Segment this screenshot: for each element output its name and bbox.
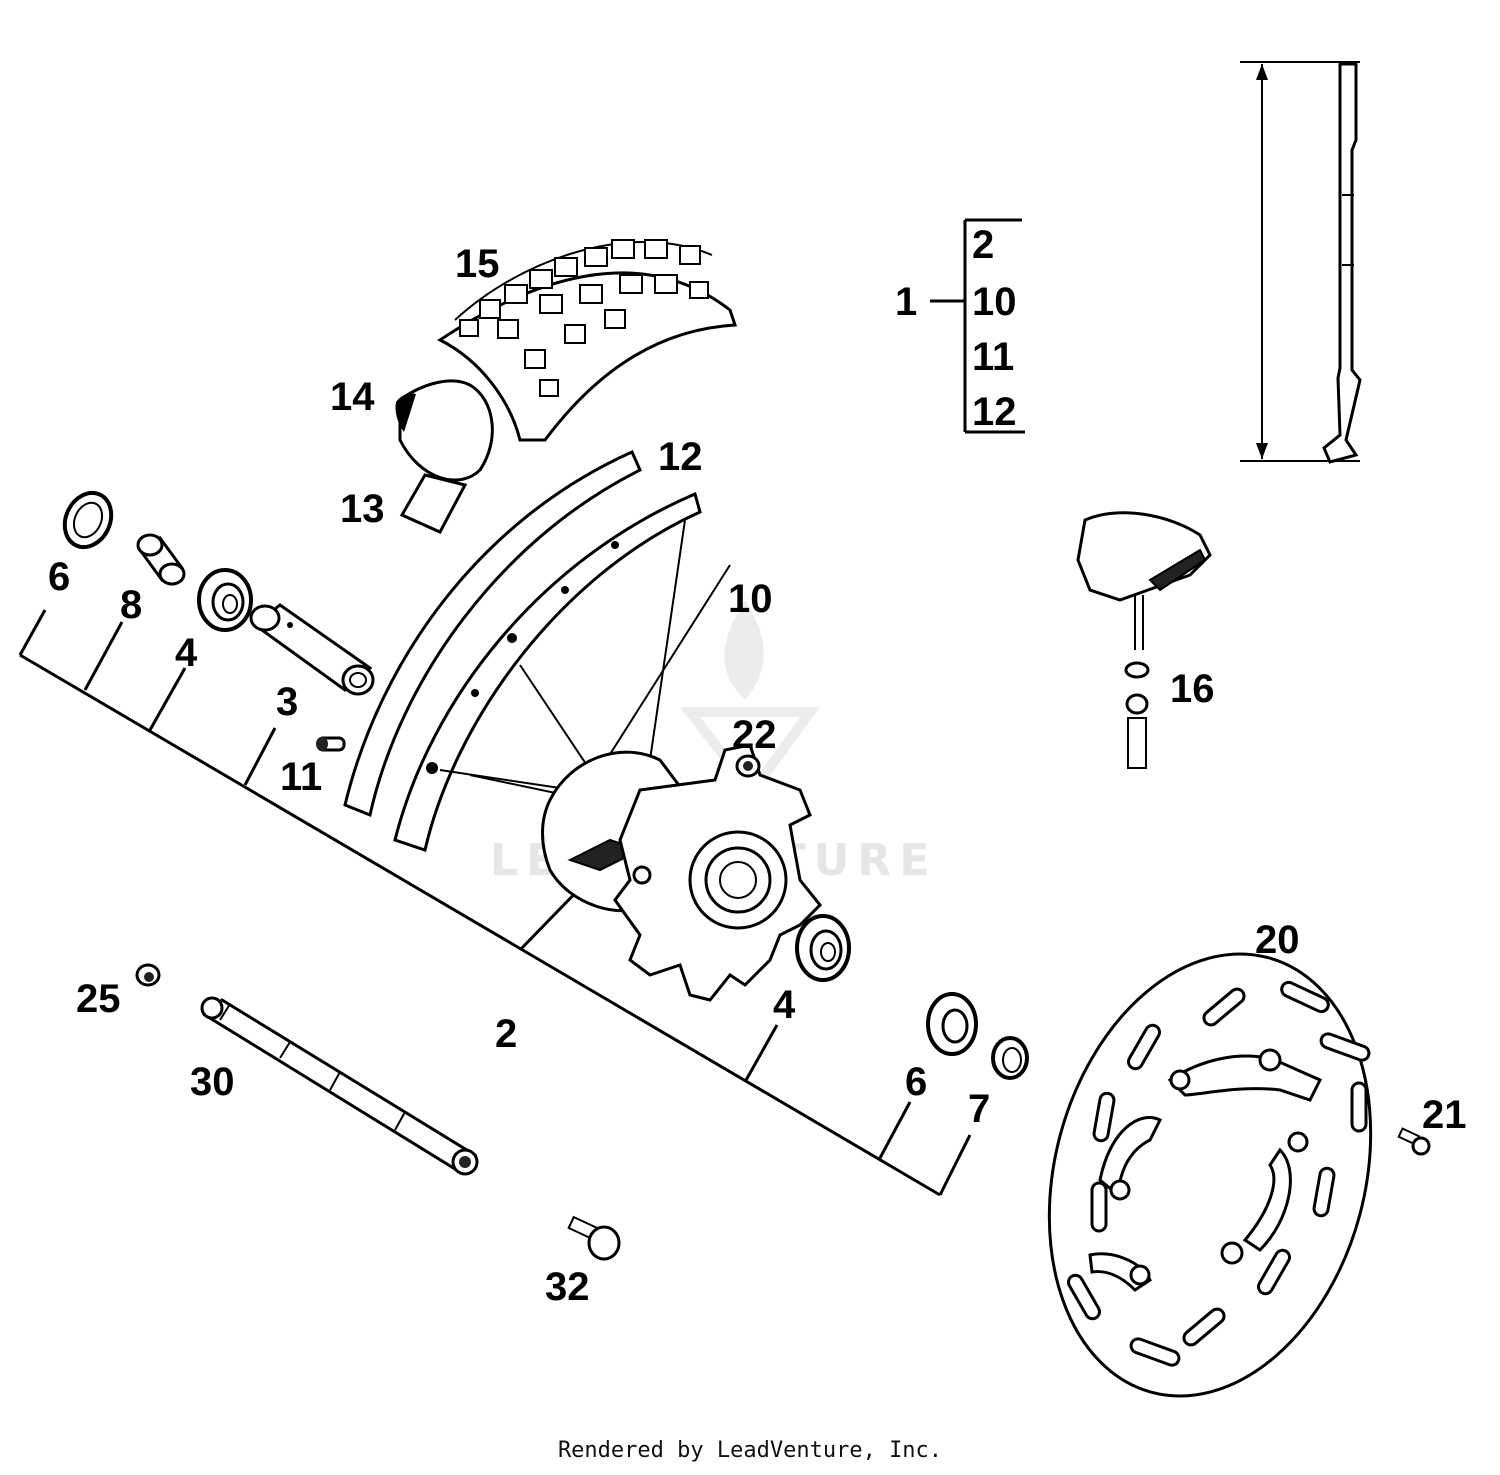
label-22: 22 <box>732 713 777 757</box>
spacer-sleeve <box>136 533 186 586</box>
seal-left <box>62 490 114 550</box>
label-group-2: 2 <box>972 223 994 267</box>
label-1: 1 <box>895 280 917 324</box>
axle-clamp-bolt <box>567 1215 621 1261</box>
label-14: 14 <box>330 375 375 419</box>
bearing-left <box>197 568 253 632</box>
label-group-10: 10 <box>972 280 1017 324</box>
label-20: 20 <box>1255 918 1300 962</box>
render-credit: Rendered by LeadVenture, Inc. <box>557 1438 943 1463</box>
spoke-dimension-drawing <box>1240 61 1362 464</box>
label-group-11: 11 <box>972 335 1014 379</box>
label-6-right: 6 <box>905 1060 927 1104</box>
rim <box>343 450 702 852</box>
label-group-12: 12 <box>972 390 1017 434</box>
front-axle <box>200 996 479 1176</box>
label-10: 10 <box>728 577 773 621</box>
label-32: 32 <box>545 1265 590 1309</box>
label-11: 11 <box>280 755 322 799</box>
label-25: 25 <box>76 977 121 1021</box>
label-30: 30 <box>190 1060 235 1104</box>
inner-tube <box>395 379 494 534</box>
distance-tube <box>249 603 375 696</box>
kit-bracket <box>930 218 1025 434</box>
axis-leader-lines <box>18 609 972 1197</box>
axle-nut <box>135 963 161 987</box>
label-21: 21 <box>1422 1093 1467 1137</box>
disc-bolt <box>1397 1127 1431 1156</box>
tire <box>437 239 738 442</box>
label-15: 15 <box>455 242 500 286</box>
valve-assembly <box>1076 511 1212 769</box>
label-12: 12 <box>658 435 703 479</box>
hub <box>541 743 823 1002</box>
label-7: 7 <box>968 1087 990 1131</box>
spoke-nipple <box>316 736 346 752</box>
label-6-left: 6 <box>48 555 70 599</box>
seal-right <box>926 992 978 1056</box>
callout-labels: 1 2 10 11 12 15 14 13 12 10 16 22 6 8 4 … <box>48 223 1467 1309</box>
label-16: 16 <box>1170 667 1215 711</box>
label-3: 3 <box>276 680 298 724</box>
label-13: 13 <box>340 487 385 531</box>
brake-disc <box>1047 952 1373 1398</box>
nut-22 <box>735 754 761 778</box>
label-8: 8 <box>120 583 142 627</box>
bearing-right <box>795 914 851 982</box>
spacer-right <box>991 1036 1029 1080</box>
label-4-left: 4 <box>175 631 198 675</box>
label-4-right: 4 <box>773 983 796 1027</box>
label-2: 2 <box>495 1012 517 1056</box>
